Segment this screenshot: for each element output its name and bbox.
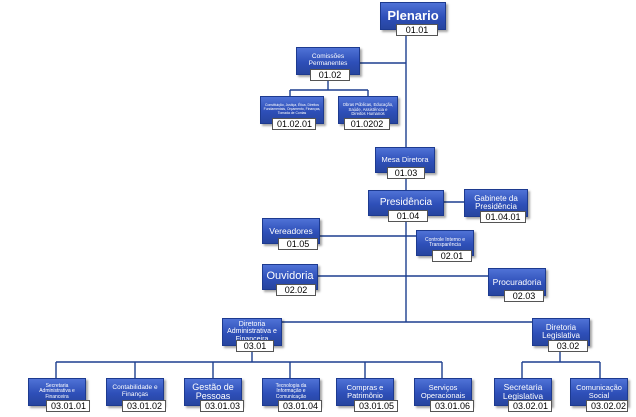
- node-dir-leg-code: 03.02: [548, 340, 588, 352]
- node-contabilidade[interactable]: Contabilidade e Finanças 03.01.02: [106, 378, 166, 412]
- node-plenario-code: 01.01: [396, 24, 438, 36]
- node-presidencia-code: 01.04: [388, 210, 428, 222]
- node-procuradoria[interactable]: Procuradoria 02.03: [488, 268, 546, 302]
- node-plenario[interactable]: Plenario 01.01: [380, 2, 446, 36]
- node-servicos-code: 03.01.06: [430, 400, 474, 412]
- node-gestao-code: 03.01.03: [200, 400, 244, 412]
- node-servicos[interactable]: Serviços Operacionais 03.01.06: [414, 378, 474, 412]
- node-mesa[interactable]: Mesa Diretora 01.03: [375, 147, 435, 179]
- node-controle-code: 02.01: [432, 250, 472, 262]
- node-secretaria-leg-code: 03.02.01: [508, 400, 552, 412]
- node-compras-code: 03.01.05: [354, 400, 398, 412]
- node-constituicao[interactable]: Constituição, Justiça, Ética, Direitos F…: [260, 96, 324, 130]
- node-compras[interactable]: Compras e Patrimônio 03.01.05: [336, 378, 398, 412]
- node-ouvidoria[interactable]: Ouvidoria 02.02: [262, 264, 318, 296]
- node-presidencia[interactable]: Presidência 01.04: [368, 190, 444, 222]
- node-mesa-code: 01.03: [387, 167, 425, 179]
- node-gabinete-code: 01.04.01: [480, 211, 526, 223]
- node-comissoes-code: 01.02: [310, 69, 350, 81]
- node-ouvidoria-code: 02.02: [276, 284, 316, 296]
- node-secretaria-adm[interactable]: Secretaria Administrativa e Financeira 0…: [28, 378, 90, 412]
- node-constituicao-code: 01.02.01: [272, 118, 316, 130]
- node-tecnologia-code: 03.01.04: [278, 400, 322, 412]
- node-comunicacao[interactable]: Comunicação Social 03.02.02: [570, 378, 628, 412]
- node-dir-adm[interactable]: Diretoria Administrativa e Financeira 03…: [222, 318, 282, 352]
- node-gabinete[interactable]: Gabinete da Presidência 01.04.01: [464, 189, 528, 223]
- node-comunicacao-code: 03.02.02: [586, 400, 628, 412]
- node-obras[interactable]: Obras Públicas, Educação, Saúde, Assistê…: [338, 96, 398, 130]
- node-obras-code: 01.0202: [344, 118, 390, 130]
- node-controle[interactable]: Controle Interno e Transparência 02.01: [416, 230, 474, 262]
- node-procuradoria-code: 02.03: [504, 290, 544, 302]
- node-tecnologia[interactable]: Tecnologia da Informação e Comunicação 0…: [262, 378, 322, 412]
- node-vereadores-code: 01.05: [278, 238, 318, 250]
- node-vereadores[interactable]: Vereadores 01.05: [262, 218, 320, 250]
- node-dir-leg[interactable]: Diretoria Legislativa 03.02: [532, 318, 590, 352]
- node-dir-adm-code: 03.01: [236, 340, 274, 352]
- node-secretaria-adm-code: 03.01.01: [46, 400, 90, 412]
- node-contabilidade-code: 03.01.02: [122, 400, 166, 412]
- node-secretaria-leg[interactable]: Secretaria Legislativa 03.02.01: [494, 378, 552, 412]
- node-gestao[interactable]: Gestão de Pessoas 03.01.03: [184, 378, 244, 412]
- node-comissoes[interactable]: Comissões Permanentes 01.02: [296, 47, 360, 81]
